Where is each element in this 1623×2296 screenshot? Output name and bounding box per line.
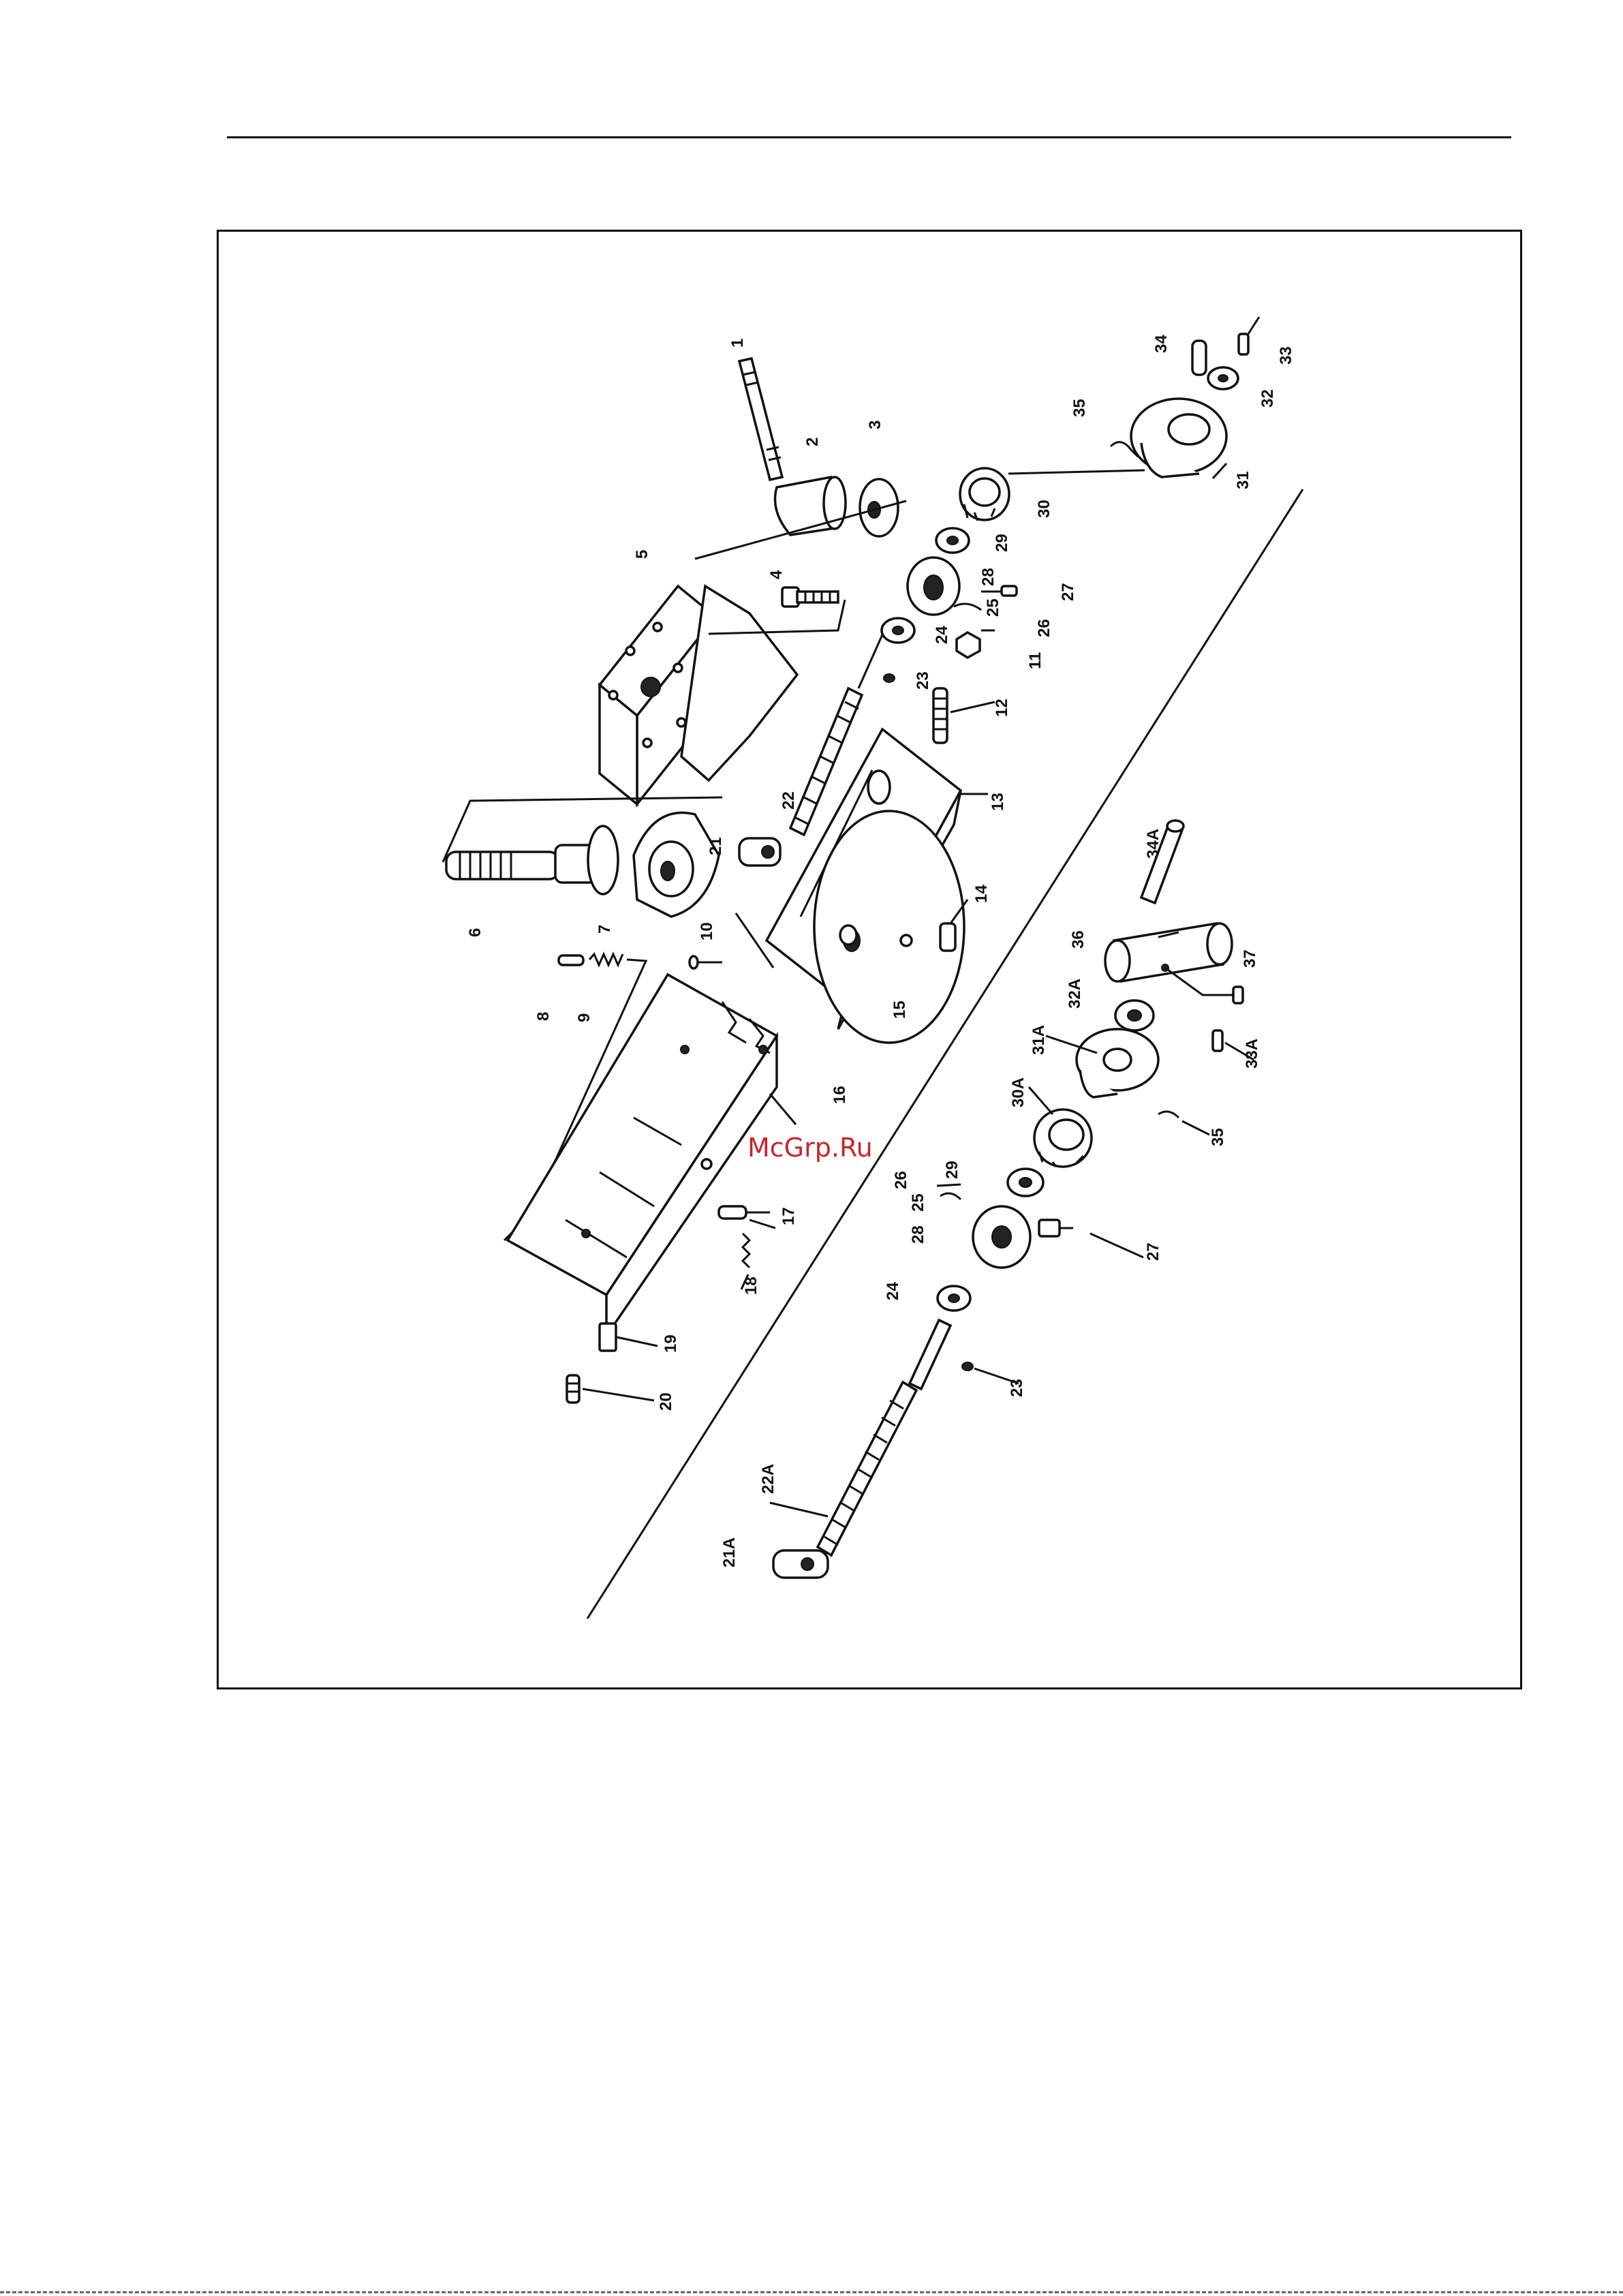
- part-19-gib: [600, 1323, 616, 1351]
- part-8-pin: [559, 955, 583, 965]
- part-28-dial-lower: [973, 1206, 1073, 1268]
- label-10: 10: [698, 922, 716, 940]
- part-30A-knurled-ring: [1034, 1109, 1092, 1167]
- label-26: 26: [1035, 619, 1053, 637]
- part-16-compound-slide: [508, 975, 777, 1336]
- label-16: 16: [831, 1086, 849, 1104]
- part-5-tool-post: [600, 586, 797, 804]
- label-5: 5: [633, 550, 651, 559]
- label-3: 3: [866, 420, 884, 429]
- label-34A: 34A: [1144, 829, 1162, 859]
- label-32A: 32A: [1066, 979, 1084, 1009]
- label-8: 8: [534, 1012, 553, 1021]
- label-11: 11: [1026, 652, 1045, 669]
- part-25-clip-lower: [940, 1193, 961, 1199]
- label-26-lower: 26: [892, 1171, 910, 1189]
- label-21: 21: [707, 837, 725, 855]
- part-24-washer: [882, 618, 914, 643]
- label-13: 13: [989, 793, 1007, 811]
- label-29-lower: 29: [943, 1161, 961, 1179]
- part-12-spring: [933, 688, 947, 743]
- part-36-handle-arm: [1105, 923, 1232, 981]
- label-31A: 31A: [1030, 1025, 1048, 1055]
- part-7-flange: [634, 813, 719, 917]
- label-12: 12: [993, 699, 1011, 717]
- label-21A: 21A: [720, 1537, 739, 1567]
- part-29-washer: [936, 528, 969, 553]
- part-21A-nut: [773, 1550, 828, 1578]
- part-37-pin: [1233, 987, 1243, 1003]
- label-33A: 33A: [1243, 1039, 1261, 1069]
- part-23-key: [884, 674, 895, 682]
- part-29-washer-lower: [1008, 1169, 1043, 1196]
- watermark-text: McGrp.Ru: [747, 1133, 873, 1163]
- label-30A: 30A: [1009, 1077, 1027, 1107]
- label-1: 1: [728, 339, 747, 348]
- part-1-stud: [739, 358, 782, 480]
- part-23-key-lower: [962, 1362, 973, 1371]
- part-27-lock-screw: [981, 586, 1017, 596]
- part-15-gib-screw: [840, 925, 856, 945]
- part-35-clip-lower: [1158, 1112, 1179, 1118]
- part-9-spring: [589, 954, 623, 965]
- label-15: 15: [891, 1000, 909, 1019]
- label-9: 9: [575, 1013, 593, 1022]
- label-35: 35: [1070, 399, 1089, 417]
- label-27: 27: [1059, 583, 1077, 601]
- part-26-pointer-lower: [937, 1184, 961, 1186]
- label-27-lower: 27: [1144, 1242, 1162, 1261]
- label-25-lower: 25: [909, 1193, 927, 1212]
- part-20-screw: [567, 1375, 579, 1403]
- part-4-screw: [782, 587, 838, 607]
- label-24: 24: [933, 626, 951, 644]
- label-14: 14: [972, 885, 991, 903]
- label-36: 36: [1069, 930, 1087, 949]
- label-7: 7: [596, 925, 614, 934]
- part-21-nut: [739, 838, 780, 866]
- part-24-washer-lower: [938, 1286, 970, 1311]
- label-28-lower: 28: [909, 1225, 927, 1244]
- bottom-edge-rule: [0, 2291, 1623, 2293]
- label-32: 32: [1258, 389, 1277, 408]
- leader-line: [1008, 470, 1145, 474]
- label-33: 33: [1277, 346, 1295, 365]
- label-29: 29: [993, 534, 1011, 552]
- label-6: 6: [466, 928, 484, 937]
- part-22A-feed-screw: [818, 1320, 950, 1555]
- part-33A-screw: [1213, 1030, 1222, 1051]
- label-24-lower: 24: [884, 1282, 902, 1300]
- part-34-handle: [1192, 341, 1206, 375]
- label-22A: 22A: [759, 1464, 777, 1494]
- label-17: 17: [779, 1207, 798, 1225]
- part-6-threaded-stud: [446, 826, 618, 894]
- label-19: 19: [662, 1334, 680, 1353]
- part-11-nut: [957, 632, 980, 658]
- label-20: 20: [657, 1392, 675, 1411]
- label-31: 31: [1234, 471, 1252, 489]
- label-25: 25: [984, 598, 1002, 617]
- part-33-screw: [1239, 317, 1259, 354]
- part-13-swivel-slide: [767, 729, 964, 1043]
- part-30-knurled-ring: [960, 468, 1009, 521]
- label-28: 28: [979, 568, 998, 586]
- label-30: 30: [1035, 500, 1053, 518]
- label-22: 22: [779, 791, 798, 810]
- label-4: 4: [767, 570, 786, 579]
- part-32-bushing: [1208, 367, 1238, 389]
- part-18-spring: [743, 1234, 749, 1268]
- part-31-handwheel-hub: [1131, 399, 1226, 477]
- label-37: 37: [1241, 949, 1259, 968]
- part-31A-handwheel-hub: [1077, 1029, 1158, 1097]
- part-25-clip: [954, 604, 981, 610]
- part-10-pin: [690, 956, 722, 968]
- part-32A-bushing: [1115, 1000, 1154, 1030]
- label-23: 23: [914, 671, 932, 690]
- part-28-dial: [908, 557, 959, 615]
- label-2: 2: [803, 438, 822, 446]
- label-34: 34: [1152, 335, 1171, 353]
- label-35-lower: 35: [1209, 1128, 1227, 1146]
